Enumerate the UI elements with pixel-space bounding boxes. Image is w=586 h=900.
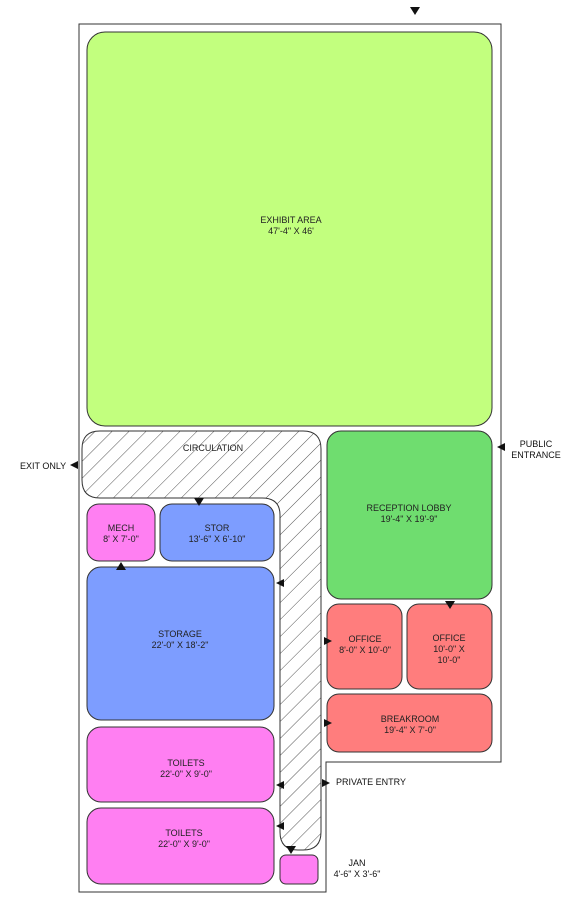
toilets-2-dim: 22'-0" X 9'-0": [158, 839, 210, 849]
room-toilets-2[interactable]: [86, 807, 275, 885]
door-arrow-storage-icon: [276, 579, 284, 587]
public-entrance-label-line1: PUBLIC: [520, 439, 553, 449]
breakroom-dim: 19'-4" X 7'-0": [384, 725, 436, 735]
toilets-1-name: TOILETS: [167, 758, 204, 768]
door-arrow-breakroom-icon: [324, 719, 332, 727]
room-office-1[interactable]: [326, 603, 403, 690]
room-mech[interactable]: [86, 503, 156, 562]
office-1-name: OFFICE: [349, 634, 382, 644]
office-2-dim-line1: 10'-0" X: [433, 644, 464, 654]
room-stor[interactable]: [159, 503, 275, 562]
room-toilets-1[interactable]: [86, 726, 275, 803]
door-arrow-public-entrance-icon: [497, 443, 505, 451]
room-jan[interactable]: [279, 854, 319, 885]
toilets-1-dim: 22'-0" X 9'-0": [160, 769, 212, 779]
exit-only-label: EXIT ONLY: [20, 461, 66, 471]
exhibit-area-name: EXHIBIT AREA: [260, 215, 321, 225]
door-arrow-mech-icon: [116, 562, 126, 570]
mech-name: MECH: [108, 523, 135, 533]
private-entry-label: PRIVATE ENTRY: [336, 777, 406, 787]
jan-dim: 4'-6" X 3'-6": [334, 869, 381, 879]
circulation-area: [81, 430, 322, 851]
public-entrance-label-line2: ENTRANCE: [511, 450, 561, 460]
door-arrow-office-1-icon: [324, 637, 332, 645]
door-arrow-private-entry-icon: [322, 779, 330, 787]
door-arrow-toilets-2-icon: [276, 822, 284, 830]
jan-name: JAN: [348, 858, 365, 868]
room-storage[interactable]: [86, 566, 275, 721]
exhibit-area-dim: 47'-4" X 46': [268, 226, 314, 236]
door-arrow-exit-icon: [70, 461, 78, 469]
door-arrow-reception-icon: [445, 601, 455, 609]
breakroom-name: BREAKROOM: [381, 714, 440, 724]
storage-name: STORAGE: [158, 629, 202, 639]
stor-dim: 13'-6" X 6'-10": [189, 534, 246, 544]
door-arrow-top-icon: [410, 7, 420, 15]
door-arrow-stor-icon: [194, 498, 204, 506]
office-2-dim-line2: 10'-0": [438, 655, 461, 665]
circulation-label: CIRCULATION: [183, 443, 243, 453]
office-1-dim: 8'-0" X 10'-0": [339, 645, 391, 655]
reception-lobby-dim: 19'-4" X 19'-9": [381, 514, 438, 524]
reception-lobby-name: RECEPTION LOBBY: [366, 503, 451, 513]
room-exhibit-area[interactable]: [86, 31, 493, 427]
door-arrow-toilets-1-icon: [276, 781, 284, 789]
mech-dim: 8' X 7'-0": [103, 534, 139, 544]
stor-name: STOR: [205, 523, 230, 533]
toilets-2-name: TOILETS: [165, 828, 202, 838]
door-arrow-jan-icon: [286, 846, 296, 854]
storage-dim: 22'-0" X 18'-2": [152, 640, 209, 650]
office-2-name: OFFICE: [433, 633, 466, 643]
room-reception-lobby[interactable]: [326, 430, 493, 600]
